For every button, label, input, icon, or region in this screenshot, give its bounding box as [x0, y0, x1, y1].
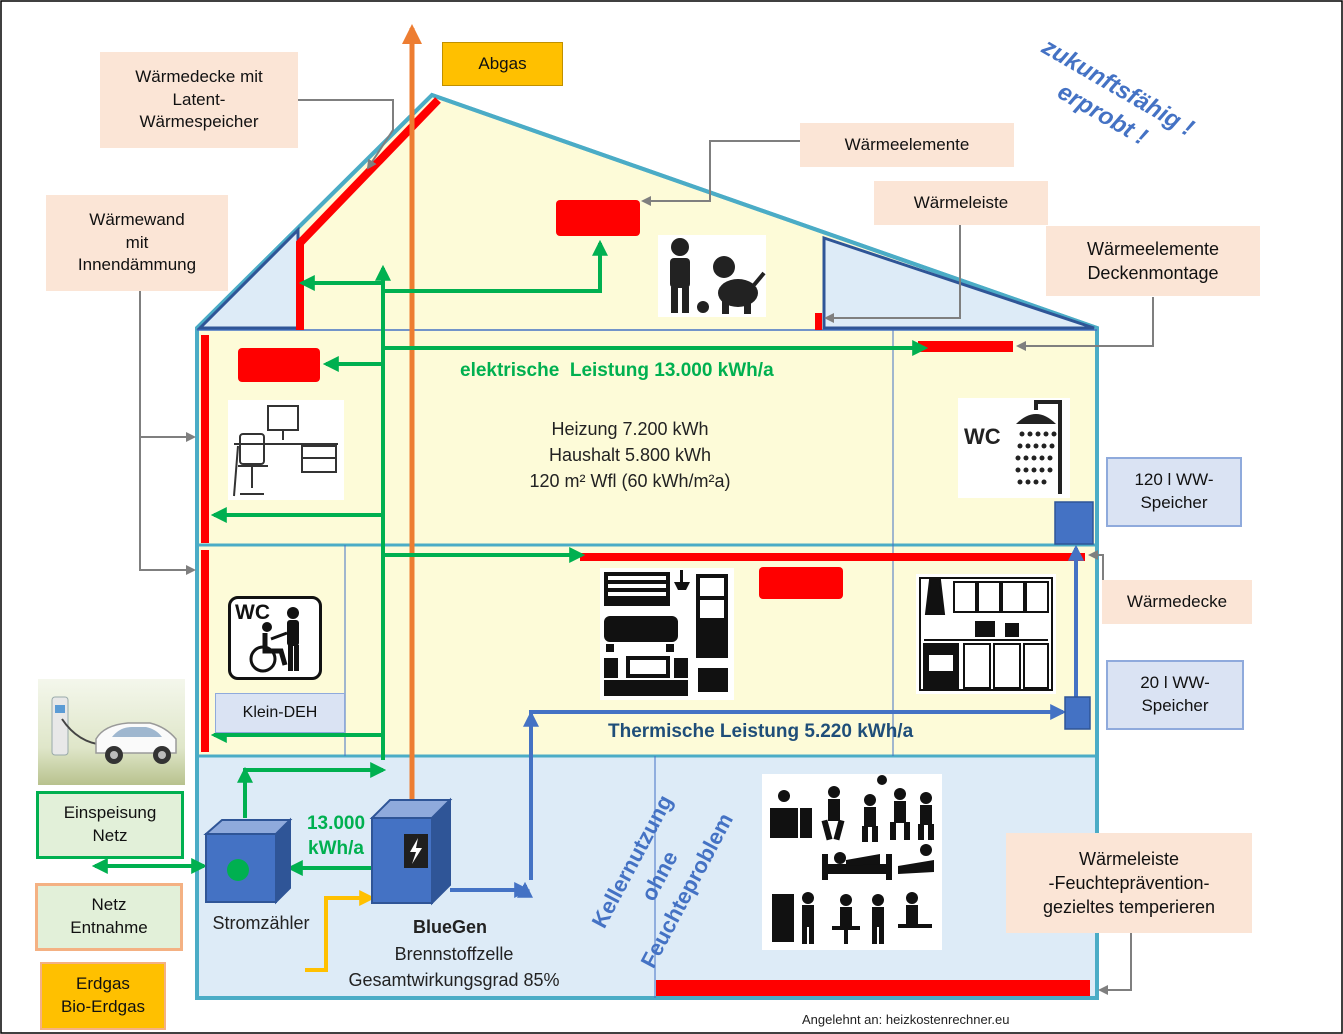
accessible-wc-icon: WC	[228, 596, 322, 680]
heater-element-attic	[556, 200, 640, 236]
gas-arrow	[305, 890, 376, 972]
storage-box-20	[1064, 696, 1091, 730]
bluegen-fuel-cell	[369, 797, 453, 906]
heater-strip-basement	[656, 980, 1090, 996]
office-desk-icon	[228, 400, 344, 500]
abgas-label: Abgas	[442, 42, 563, 86]
erdgas-label: Erdgas Bio-Erdgas	[40, 962, 166, 1030]
klein-deh-label: Klein-DEH	[215, 693, 345, 733]
stromzaehler-text: Stromzähler	[212, 913, 310, 933]
party-people-icon	[762, 774, 942, 950]
waermeelemente-label: Wärmeelemente	[800, 123, 1014, 167]
thermal-network	[450, 544, 1084, 898]
heater-ceiling-mount	[918, 341, 1013, 352]
electric-network	[91, 239, 929, 876]
bluegen-desc-text: Brennstoffzelle Gesamtwirkungsgrad 85%	[348, 944, 560, 991]
child-dog-icon	[658, 235, 766, 317]
storage-box-120	[1054, 501, 1094, 545]
waermeleiste-feuchte-label: Wärmeleiste -Feuchteprävention- gezielte…	[1006, 833, 1252, 933]
electric-car-charging-icon	[38, 679, 185, 785]
shower-icon: WC	[958, 398, 1070, 498]
lightning-icon	[410, 838, 422, 864]
credit-text: Angelehnt an: heizkostenrechner.eu	[802, 1012, 1010, 1027]
einspeisung-label: Einspeisung Netz	[36, 791, 184, 859]
waermedecke-latent-label: Wärmedecke mit Latent- Wärmespeicher	[100, 52, 298, 148]
heater-element-upper	[238, 348, 320, 382]
waermedecke-label: Wärmedecke	[1102, 580, 1252, 624]
speicher-120-label: 120 l WW- Speicher	[1106, 457, 1242, 527]
heater-element-ground	[759, 567, 843, 599]
basement	[197, 756, 1097, 998]
heater-strip-attic	[815, 313, 822, 330]
living-room-icon	[600, 568, 734, 700]
waermeelemente-decke-label: Wärmeelemente Deckenmontage	[1046, 226, 1260, 296]
wc-label-upper: WC	[964, 424, 1001, 449]
electric-13000-text: 13.000 kWh/a	[306, 813, 366, 859]
electric-output-text: elektrische Leistung 13.000 kWh/a	[460, 360, 774, 381]
waermeleiste-label: Wärmeleiste	[874, 181, 1048, 225]
kitchen-icon	[916, 574, 1056, 694]
speicher-20-label: 20 l WW- Speicher	[1106, 660, 1244, 730]
wc-label-lower: WC	[235, 601, 270, 624]
house-outline	[195, 92, 1099, 1000]
bluegen-name-text: BlueGen	[412, 917, 487, 937]
heater-ceiling-ground	[580, 553, 1085, 561]
netz-entnahme-label: Netz Entnahme	[35, 883, 183, 951]
waermewand-label: Wärmewand mit Innendämmung	[46, 195, 228, 291]
heaters	[201, 97, 1090, 996]
heater-ceiling-latent	[296, 97, 441, 330]
heater-wall-upper	[201, 335, 209, 543]
consumption-text: Heizung 7.200 kWh Haushalt 5.800 kWh 120…	[529, 419, 731, 492]
heater-wall-ground	[201, 550, 209, 752]
thermal-output-text: Thermische Leistung 5.220 kWh/a	[608, 721, 914, 742]
electricity-meter	[203, 817, 293, 905]
